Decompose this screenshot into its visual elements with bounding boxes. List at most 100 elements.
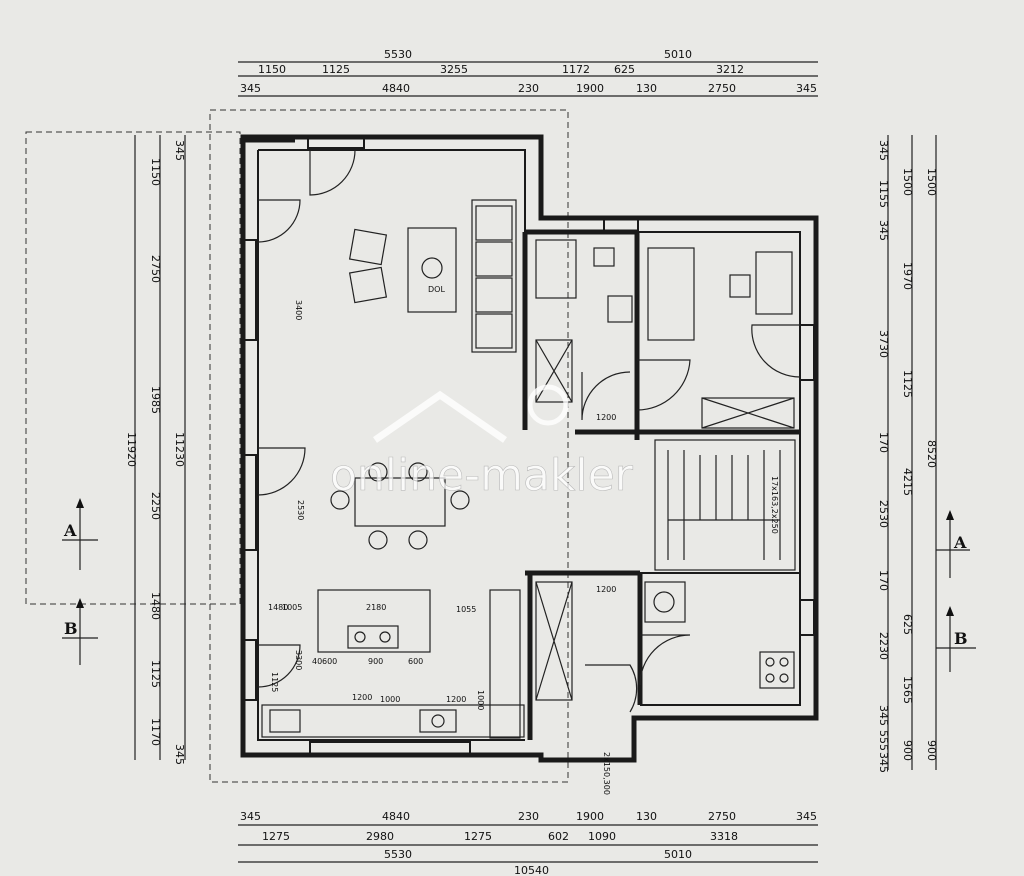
interior-dim-1200-b: 1200 — [596, 585, 616, 594]
top-dim-row2-0: 1150 — [258, 63, 286, 76]
interior-dim-1200-a: 1200 — [596, 413, 616, 422]
bottom-dim-row2-2: 1275 — [464, 830, 492, 843]
bottom-dim-row1-5: 2750 — [708, 810, 736, 823]
bottom-dim-row2-1: 2980 — [366, 830, 394, 843]
bottom-dim-row2-0: 1275 — [262, 830, 290, 843]
room-top-right — [647, 247, 795, 429]
interior-dim-900: 900 — [368, 657, 383, 666]
top-dim-row3-6: 345 — [796, 82, 817, 95]
interior-dim-1000-b: 1000 — [476, 690, 485, 710]
right-dim-a-7: 2230 — [877, 632, 890, 660]
top-dimensions: 5530 5010 1150 1125 3255 1172 625 3212 3… — [238, 48, 818, 97]
bottom-dim-row1-3: 1900 — [576, 810, 604, 823]
bottom-dim-row1-6: 345 — [796, 810, 817, 823]
watermark: online-makler — [330, 384, 634, 501]
bottom-dim-row1-4: 130 — [636, 810, 657, 823]
closets-bottom — [535, 581, 795, 701]
interior-dim-1055: 1055 — [456, 605, 476, 614]
right-dim-a-1: 1155 — [877, 180, 890, 208]
right-dim-a-5: 2530 — [877, 500, 890, 528]
right-dim-a-10: 345 — [877, 752, 890, 773]
bottom-dim-row1-0: 345 — [240, 810, 261, 823]
top-dim-row2-2: 3255 — [440, 63, 468, 76]
right-dim-b-0: 1500 — [901, 168, 914, 196]
interior-dim-2530: 2530 — [296, 500, 305, 520]
interior-dim-2180: 2180 — [366, 603, 386, 612]
top-dim-row2-3: 1172 — [562, 63, 590, 76]
right-dim-b-1: 1970 — [901, 262, 914, 290]
interior-dim-40: 40 — [312, 657, 322, 666]
left-dim-1170: 1170 — [149, 718, 162, 746]
right-dim-c-0: 1500 — [925, 168, 938, 196]
left-dim-11920: 11920 — [125, 432, 138, 467]
top-dim-row2-5: 3212 — [716, 63, 744, 76]
interior-dim-1125: 1125 — [270, 672, 279, 692]
doors — [257, 149, 801, 713]
left-dim-1985: 1985 — [149, 386, 162, 414]
section-markers: A B A B — [62, 498, 976, 672]
top-dim-row3-0: 345 — [240, 82, 261, 95]
living-furniture: DOL — [348, 199, 517, 353]
terrace-outline — [25, 131, 241, 605]
right-dim-a-4: 170 — [877, 432, 890, 453]
right-dim-a-8: 345 — [877, 705, 890, 726]
top-dim-row3-2: 230 — [518, 82, 539, 95]
right-dim-a-6: 170 — [877, 570, 890, 591]
right-dim-a-9: 555 — [877, 730, 890, 751]
interior-dim-1000-a: 1000 — [380, 695, 400, 704]
right-dim-b-5: 1565 — [901, 676, 914, 704]
right-dim-a-0: 345 — [877, 140, 890, 161]
right-dim-c-2: 900 — [925, 740, 938, 761]
stair-label: 17x163,2x250 — [770, 476, 779, 534]
dol-label: DOL — [428, 285, 445, 294]
top-dim-row3-5: 2750 — [708, 82, 736, 95]
interior-dim-1005: 1005 — [282, 603, 302, 612]
interior-dim-3300: 3300 — [294, 650, 303, 670]
windows — [243, 137, 815, 755]
bottom-dim-row2-5: 3318 — [710, 830, 738, 843]
top-dim-row2-4: 625 — [614, 63, 635, 76]
bathroom-top — [535, 239, 633, 403]
watermark-text: online-makler — [330, 450, 634, 501]
right-dim-a-3: 3730 — [877, 330, 890, 358]
interior-dim-600-b: 600 — [408, 657, 423, 666]
steps-label: 2x150,300 — [602, 752, 611, 795]
interior-dim-600-a: 600 — [322, 657, 337, 666]
right-dim-b-4: 625 — [901, 614, 914, 635]
bottom-dim-row3-1: 5010 — [664, 848, 692, 861]
left-dim-1150: 1150 — [149, 158, 162, 186]
staircase — [654, 439, 796, 571]
right-dim-b-2: 1125 — [901, 370, 914, 398]
interior-dim-1200-d: 1200 — [446, 695, 466, 704]
kitchen-furniture — [261, 589, 525, 739]
right-dim-c-1: 8520 — [925, 440, 938, 468]
interior-dimensions: 3400 2530 3300 1200 1200 1200 1200 2180 … — [268, 300, 779, 795]
left-dimensions: 345 1150 2750 1985 2250 1480 1125 1170 3… — [125, 135, 186, 765]
section-b-left: B — [64, 619, 78, 638]
dining-furniture — [330, 462, 470, 550]
top-dim-row3-1: 4840 — [382, 82, 410, 95]
bottom-dim-row2-4: 1090 — [588, 830, 616, 843]
top-dim-row3-4: 130 — [636, 82, 657, 95]
left-dim-345-bottom: 345 — [173, 744, 186, 765]
right-dim-b-6: 900 — [901, 740, 914, 761]
section-a-left: A — [63, 521, 77, 540]
bottom-dim-row4-0: 10540 — [514, 864, 549, 876]
roof-overhang — [209, 109, 569, 783]
top-dim-row2-1: 1125 — [322, 63, 350, 76]
top-dim-row3-3: 1900 — [576, 82, 604, 95]
left-dim-345-top: 345 — [173, 140, 186, 161]
left-dim-2750: 2750 — [149, 255, 162, 283]
bottom-dimensions: 345 4840 230 1900 130 2750 345 1275 2980… — [238, 810, 818, 876]
right-dimensions: 345 1155 345 3730 170 2530 170 2230 345 … — [877, 135, 938, 773]
interior-dim-1200-c: 1200 — [352, 693, 372, 702]
section-b-right: B — [954, 629, 968, 648]
right-dim-a-2: 345 — [877, 220, 890, 241]
left-dim-1125: 1125 — [149, 660, 162, 688]
left-dim-2250: 2250 — [149, 492, 162, 520]
top-dim-row1-1: 5010 — [664, 48, 692, 61]
bottom-dim-row1-1: 4840 — [382, 810, 410, 823]
bottom-dim-row3-0: 5530 — [384, 848, 412, 861]
right-dim-b-3: 4215 — [901, 468, 914, 496]
